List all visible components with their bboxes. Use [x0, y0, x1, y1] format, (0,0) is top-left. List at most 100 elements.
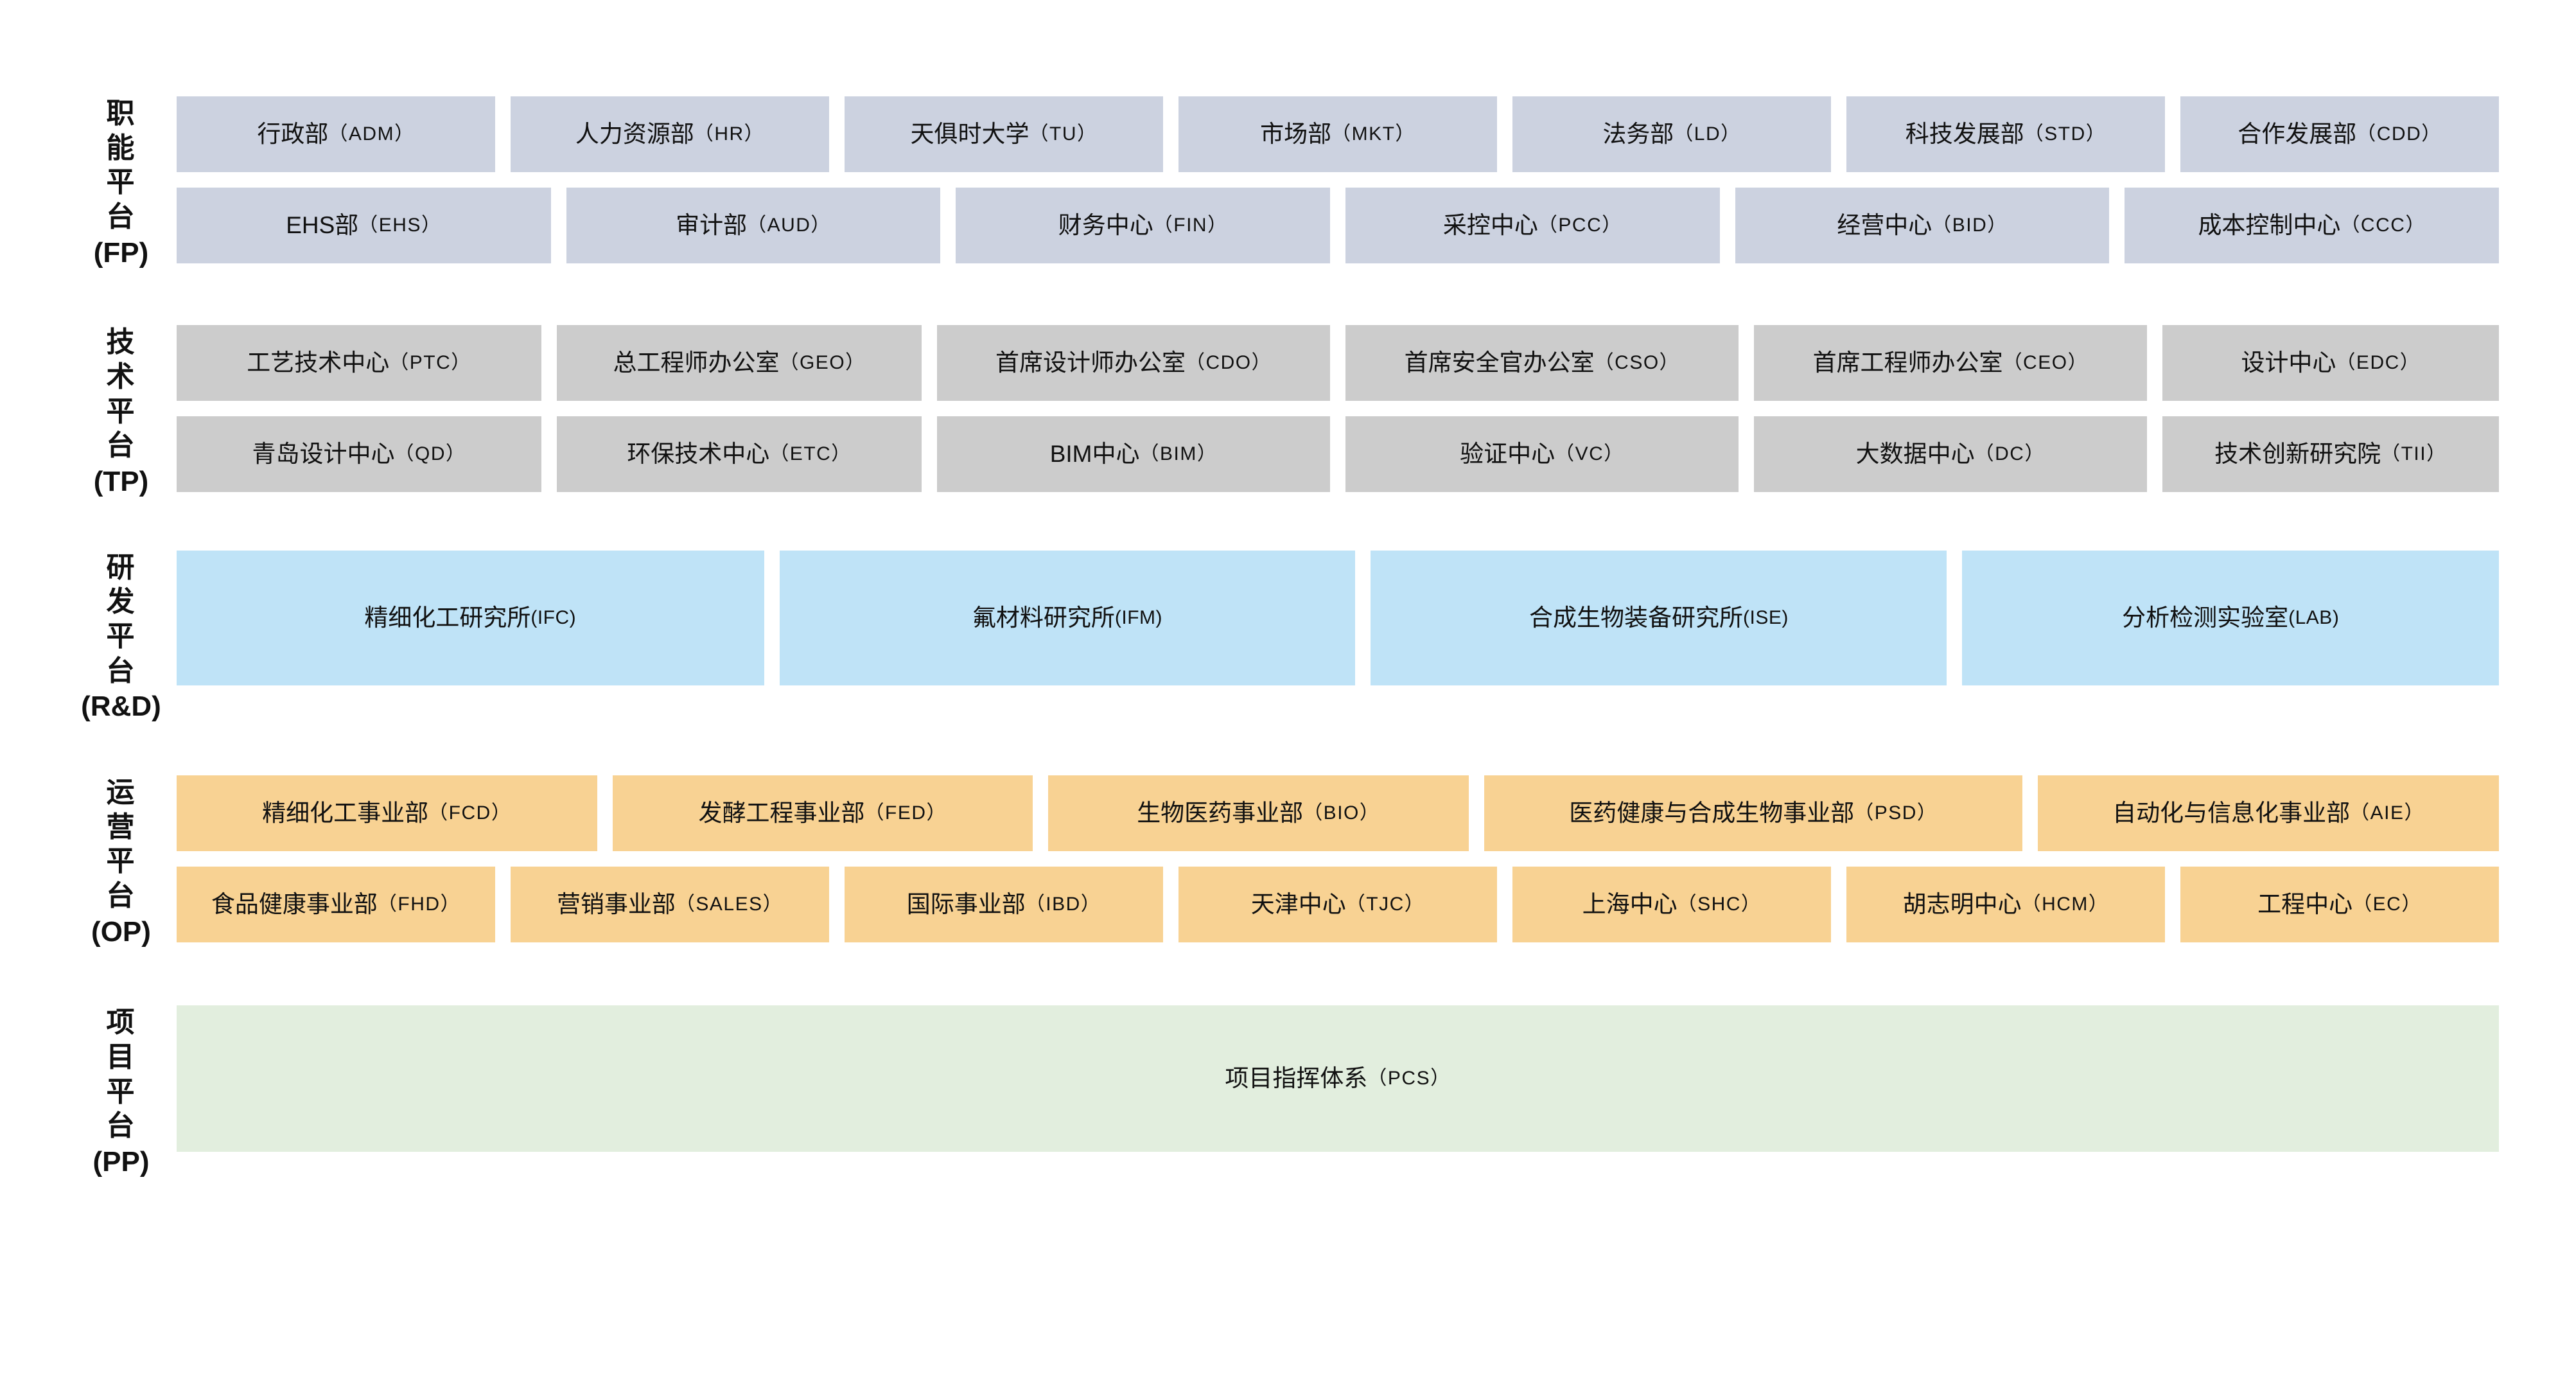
org-unit-box[interactable]: 技术创新研究院（TII）: [2162, 416, 2499, 493]
org-unit-name: 工程中心: [2257, 890, 2353, 917]
org-unit-box[interactable]: 天津中心（TJC）: [1178, 867, 1497, 943]
org-unit-name: 合成生物装备研究所: [1529, 604, 1744, 631]
org-unit-box[interactable]: 经营中心（BID）: [1735, 188, 2110, 263]
org-unit-name: 行政部: [257, 120, 329, 147]
org-unit-box[interactable]: 成本控制中心（CCC）: [2125, 188, 2500, 263]
org-unit-abbr: （MKT）: [1331, 123, 1415, 145]
org-unit-abbr: （BIO）: [1303, 802, 1380, 824]
org-unit-box[interactable]: 发酵工程事业部（FED）: [612, 775, 1033, 852]
org-unit-name: 精细化工事业部: [262, 799, 429, 826]
band-label-en: (R&D): [81, 691, 161, 723]
org-unit-name: 发酵工程事业部: [698, 799, 865, 826]
org-unit-box[interactable]: 市场部（MKT）: [1178, 96, 1497, 172]
org-unit-box[interactable]: 验证中心（VC）: [1345, 416, 1739, 493]
org-unit-box[interactable]: 工艺技术中心（PTC）: [177, 325, 542, 401]
org-unit-name: 经营中心: [1837, 211, 1932, 238]
org-unit-box[interactable]: 首席工程师办公室（CEO）: [1753, 325, 2147, 401]
org-unit-box[interactable]: 分析检测实验室(LAB): [1962, 550, 2500, 685]
org-unit-name: 人力资源部: [575, 120, 694, 147]
org-unit-abbr: （PCC）: [1538, 215, 1622, 236]
org-unit-box[interactable]: 自动化与信息化事业部（AIE）: [2038, 775, 2500, 852]
platform-band-op: 运营平台(OP)精细化工事业部（FCD）发酵工程事业部（FED）生物医药事业部（…: [77, 775, 2500, 949]
org-unit-box[interactable]: 胡志明中心（HCM）: [1846, 867, 2165, 943]
org-unit-abbr: （FHD）: [377, 894, 461, 915]
org-unit-box[interactable]: 人力资源部（HR）: [511, 96, 829, 172]
band-row: 精细化工事业部（FCD）发酵工程事业部（FED）生物医药事业部（BIO）医药健康…: [177, 775, 2500, 852]
org-unit-name: 成本控制中心: [2198, 211, 2341, 238]
org-unit-box[interactable]: 首席安全官办公室（CSO）: [1345, 325, 1739, 401]
org-unit-name: 财务中心: [1058, 211, 1153, 238]
org-unit-box[interactable]: 精细化工研究所(IFC): [177, 550, 764, 685]
org-unit-name: 医药健康与合成生物事业部: [1569, 799, 1855, 826]
band-rows: 工艺技术中心（PTC）总工程师办公室（GEO）首席设计师办公室（CDO）首席安全…: [177, 325, 2499, 498]
band-spacer: [77, 724, 2499, 775]
org-unit-box[interactable]: 国际事业部（IBD）: [845, 867, 1163, 943]
org-unit-box[interactable]: 营销事业部（SALES）: [511, 867, 829, 943]
band-rows: 精细化工研究所(IFC)氟材料研究所(IFM)合成生物装备研究所(ISE)分析检…: [177, 550, 2500, 724]
org-unit-abbr: （SHC）: [1677, 894, 1762, 915]
band-spacer: [77, 949, 2499, 1005]
org-unit-abbr: （ADM）: [328, 123, 415, 145]
org-unit-name: 科技发展部: [1905, 120, 2024, 147]
org-unit-abbr: （FCD）: [428, 802, 512, 824]
org-unit-box[interactable]: 工程中心（EC）: [2180, 867, 2499, 943]
org-unit-abbr: (LAB): [2288, 606, 2340, 628]
org-unit-name: 氟材料研究所: [972, 604, 1115, 631]
band-label-cn: 运营平台: [106, 777, 136, 912]
org-unit-abbr: （EC）: [2353, 894, 2422, 915]
org-unit-name: 首席设计师办公室: [995, 349, 1186, 376]
org-unit-abbr: （HCM）: [2021, 894, 2109, 915]
org-unit-box[interactable]: 上海中心（SHC）: [1512, 867, 1831, 943]
band-label-pp: 项目平台(PP): [77, 1005, 177, 1179]
org-unit-box[interactable]: 总工程师办公室（GEO）: [557, 325, 922, 401]
org-unit-name: 验证中心: [1460, 441, 1555, 468]
org-unit-name: 胡志明中心: [1902, 890, 2022, 917]
org-unit-box[interactable]: 行政部（ADM）: [177, 96, 495, 172]
org-unit-box[interactable]: 采控中心（PCC）: [1345, 188, 1720, 263]
org-unit-box[interactable]: 审计部（AUD）: [566, 188, 941, 263]
org-unit-box[interactable]: 青岛设计中心（QD）: [177, 416, 542, 493]
org-unit-box[interactable]: 法务部（LD）: [1512, 96, 1831, 172]
band-label-en: (TP): [93, 466, 149, 498]
org-unit-box[interactable]: 项目指挥体系（PCS）: [177, 1005, 2499, 1152]
band-row: 精细化工研究所(IFC)氟材料研究所(IFM)合成生物装备研究所(ISE)分析检…: [177, 550, 2500, 685]
org-unit-box[interactable]: 天俱时大学（TU）: [845, 96, 1163, 172]
org-unit-name: 市场部: [1260, 120, 1332, 147]
band-row: 工艺技术中心（PTC）总工程师办公室（GEO）首席设计师办公室（CDO）首席安全…: [177, 325, 2499, 401]
band-row: 项目指挥体系（PCS）: [177, 1005, 2499, 1152]
org-unit-name: EHS部: [286, 211, 359, 238]
org-unit-name: 首席工程师办公室: [1812, 349, 2003, 376]
org-unit-box[interactable]: 合作发展部（CDD）: [2180, 96, 2499, 172]
org-unit-box[interactable]: 环保技术中心（ETC）: [557, 416, 922, 493]
org-unit-name: 合作发展部: [2238, 120, 2357, 147]
org-unit-box[interactable]: 科技发展部（STD）: [1846, 96, 2165, 172]
org-unit-box[interactable]: BIM中心（BIM）: [937, 416, 1330, 493]
org-unit-box[interactable]: 财务中心（FIN）: [956, 188, 1331, 263]
org-unit-box[interactable]: 氟材料研究所(IFM): [779, 550, 1356, 685]
org-unit-abbr: （BIM）: [1139, 443, 1218, 465]
band-rows: 项目指挥体系（PCS）: [177, 1005, 2499, 1179]
org-unit-box[interactable]: 设计中心（EDC）: [2162, 325, 2499, 401]
org-unit-box[interactable]: 合成生物装备研究所(ISE): [1371, 550, 1947, 685]
org-unit-abbr: （VC）: [1555, 443, 1624, 465]
org-unit-abbr: （FED）: [864, 802, 947, 824]
band-row: 青岛设计中心（QD）环保技术中心（ETC）BIM中心（BIM）验证中心（VC）大…: [177, 416, 2499, 493]
platform-band-pp: 项目平台(PP)项目指挥体系（PCS）: [77, 1005, 2499, 1179]
org-unit-box[interactable]: 生物医药事业部（BIO）: [1048, 775, 1469, 852]
org-unit-box[interactable]: 大数据中心（DC）: [1753, 416, 2147, 493]
band-label-op: 运营平台(OP): [77, 775, 177, 949]
band-label-cn: 技术平台: [106, 326, 136, 462]
org-unit-box[interactable]: 医药健康与合成生物事业部（PSD）: [1484, 775, 2023, 852]
org-unit-abbr: （PSD）: [1854, 802, 1938, 824]
org-unit-abbr: （CSO）: [1594, 352, 1680, 374]
org-unit-abbr: （TJC）: [1345, 894, 1425, 915]
org-unit-name: 大数据中心: [1855, 441, 1975, 468]
org-unit-abbr: （CEO）: [2002, 352, 2089, 374]
org-unit-box[interactable]: 首席设计师办公室（CDO）: [937, 325, 1330, 401]
org-unit-abbr: （GEO）: [779, 352, 866, 374]
org-unit-abbr: （BID）: [1932, 215, 2008, 236]
org-unit-box[interactable]: 精细化工事业部（FCD）: [177, 775, 597, 852]
org-unit-box[interactable]: EHS部（EHS）: [177, 188, 551, 263]
org-unit-box[interactable]: 食品健康事业部（FHD）: [177, 867, 495, 943]
org-unit-name: 采控中心: [1442, 211, 1538, 238]
